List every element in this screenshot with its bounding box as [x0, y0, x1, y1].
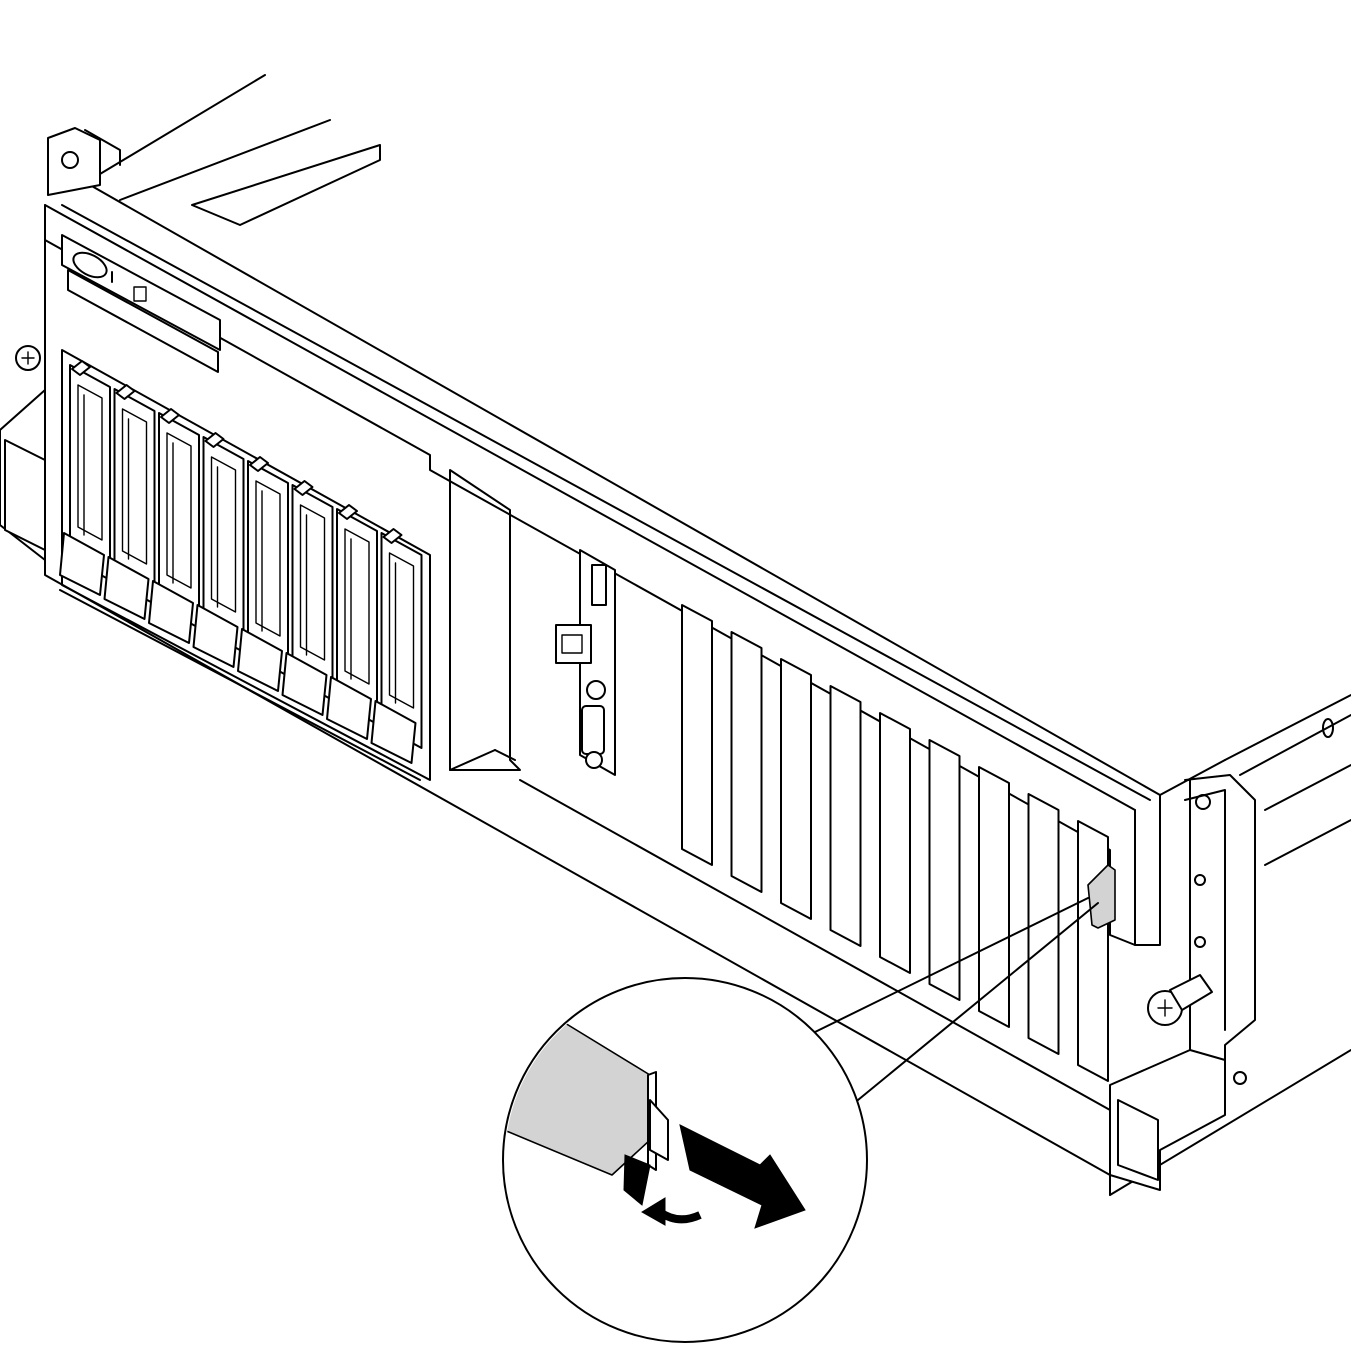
rack-ear-left [0, 127, 121, 561]
detail-callout [502, 977, 868, 1343]
rj45-port-icon [555, 624, 592, 664]
drive-handle [192, 604, 239, 668]
drive-tray [148, 408, 200, 644]
pcie-slot [780, 658, 812, 920]
usb-port-icon [586, 680, 606, 700]
drive-handle [237, 628, 283, 692]
pcie-slots [681, 604, 1109, 1082]
drive-handle [103, 556, 150, 620]
pcie-slot [829, 685, 862, 947]
drive-handle [148, 580, 194, 644]
pcie-slot [978, 766, 1010, 1028]
drive-handle [281, 652, 328, 716]
front-bezel [44, 204, 1351, 1196]
rack-ear-right [1109, 718, 1334, 1191]
optical-drive [61, 234, 221, 373]
drive-handle [370, 700, 417, 764]
pcie-slot [730, 631, 763, 893]
pcie-slot [879, 712, 911, 974]
release-latch-icon [1087, 864, 1116, 929]
drive-tray [103, 384, 156, 620]
drive-tray [370, 528, 423, 764]
drive-tray [237, 456, 289, 692]
drive-tray [59, 360, 111, 596]
drive-handle [59, 532, 105, 596]
drive-handle [326, 676, 372, 740]
io-bay [449, 469, 616, 776]
drive-trays [59, 360, 423, 764]
chassis-top-cover [89, 74, 1351, 796]
usb-port-icon [591, 564, 607, 606]
slide-arrow-icon [679, 1124, 806, 1229]
pcie-slot [1027, 793, 1060, 1055]
pcie-slot [1077, 820, 1109, 1082]
pcie-slot [681, 604, 713, 866]
drive-tray [192, 432, 245, 668]
drive-tray [281, 480, 334, 716]
drive-tray [326, 504, 378, 740]
callout-leader [814, 897, 1099, 1101]
vga-port-icon [581, 705, 605, 755]
pcie-slot [928, 739, 961, 1001]
